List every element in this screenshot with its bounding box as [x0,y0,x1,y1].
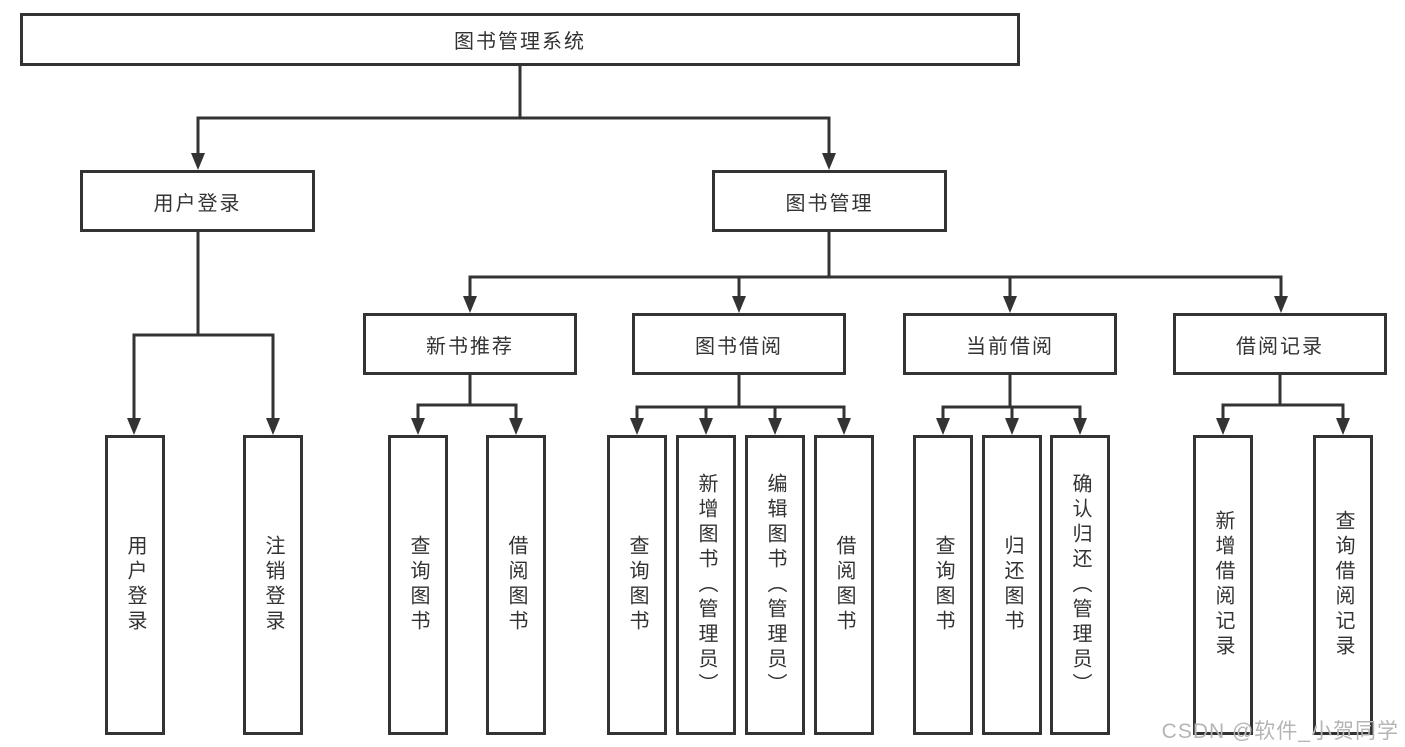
node-leaf-bb-query-books-label: 查询图书 [626,535,648,635]
node-leaf-bb-add-books-admin: 新增图书（管理员） [676,435,736,735]
node-leaf-cb-confirm-return-admin: 确认归还（管理员） [1050,435,1110,735]
node-current-borrow: 当前借阅 [903,313,1117,375]
node-leaf-logout: 注销登录 [243,435,303,735]
node-leaf-bb-borrow-books: 借阅图书 [814,435,874,735]
node-book-borrow-label: 图书借阅 [695,335,783,358]
node-leaf-cb-return-books-label: 归还图书 [1001,535,1023,635]
node-leaf-nbr-borrow-books: 借阅图书 [486,435,546,735]
node-borrow-records: 借阅记录 [1173,313,1387,375]
node-leaf-nbr-borrow-books-label: 借阅图书 [505,535,527,635]
node-book-mgmt-branch-label: 图书管理 [785,192,874,215]
node-leaf-br-add-record-label: 新增借阅记录 [1212,510,1234,660]
node-borrow-records-label: 借阅记录 [1236,335,1324,358]
node-leaf-logout-label: 注销登录 [262,535,284,635]
node-leaf-user-login-label: 用户登录 [124,535,146,635]
node-new-book-rec: 新书推荐 [363,313,577,375]
node-user-login-branch: 用户登录 [80,170,315,232]
node-new-book-rec-label: 新书推荐 [426,335,514,358]
node-leaf-cb-query-books: 查询图书 [913,435,973,735]
node-leaf-br-query-record: 查询借阅记录 [1313,435,1373,735]
node-current-borrow-label: 当前借阅 [966,335,1054,358]
node-book-mgmt-branch: 图书管理 [712,170,947,232]
node-user-login-branch-label: 用户登录 [153,192,242,215]
node-leaf-br-add-record: 新增借阅记录 [1193,435,1253,735]
node-leaf-cb-query-books-label: 查询图书 [932,535,954,635]
node-leaf-bb-query-books: 查询图书 [607,435,667,735]
node-root-system: 图书管理系统 [20,13,1020,66]
node-root-label: 图书管理系统 [454,31,586,53]
node-leaf-bb-edit-books-admin-label: 编辑图书（管理员） [764,472,786,698]
node-leaf-bb-edit-books-admin: 编辑图书（管理员） [745,435,805,735]
node-leaf-br-query-record-label: 查询借阅记录 [1332,510,1354,660]
node-leaf-nbr-query-books: 查询图书 [388,435,448,735]
csdn-watermark: CSDN @软件_小贺同学 [1161,720,1399,743]
node-leaf-bb-add-books-admin-label: 新增图书（管理员） [695,472,717,698]
node-leaf-cb-return-books: 归还图书 [982,435,1042,735]
node-book-borrow: 图书借阅 [632,313,846,375]
node-leaf-bb-borrow-books-label: 借阅图书 [833,535,855,635]
node-leaf-nbr-query-books-label: 查询图书 [407,535,429,635]
node-leaf-cb-confirm-return-admin-label: 确认归还（管理员） [1069,472,1091,698]
node-leaf-user-login: 用户登录 [105,435,165,735]
